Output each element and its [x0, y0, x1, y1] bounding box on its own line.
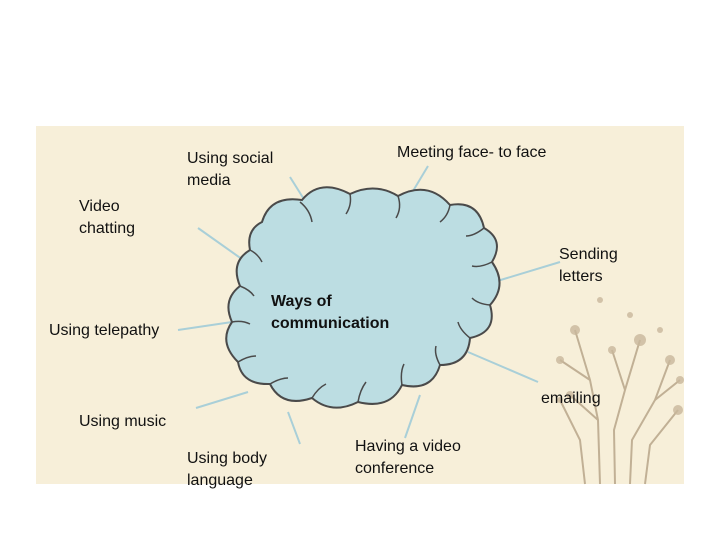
label-video-chatting: Video chatting — [79, 196, 135, 240]
label-using-telepathy: Using telepathy — [49, 320, 159, 342]
label-line: Using social — [187, 150, 274, 167]
connector-body-language — [287, 411, 301, 445]
center-title-line-1: Ways of — [271, 293, 332, 310]
label-line: letters — [559, 268, 603, 285]
label-line: language — [187, 472, 253, 489]
center-title: Ways of communication — [271, 291, 389, 335]
connector-emailing — [467, 351, 539, 383]
label-line: chatting — [79, 220, 136, 237]
label-having-video-conference: Having a video conference — [355, 436, 461, 480]
cloud-inner-arcs — [231, 193, 493, 403]
label-using-social-media: Using social media — [187, 148, 273, 192]
label-line: Video — [79, 198, 120, 215]
connector-lines — [177, 165, 561, 445]
label-line: Using body — [187, 450, 268, 467]
label-line: Sending — [559, 246, 618, 263]
label-line: emailing — [541, 390, 601, 407]
label-line: media — [187, 172, 231, 189]
label-sending-letters: Sending letters — [559, 244, 618, 288]
label-using-body-language: Using body language — [187, 448, 267, 492]
label-line: Having a video — [355, 438, 461, 455]
center-title-line-2: communication — [271, 315, 390, 332]
connector-telepathy — [177, 321, 233, 331]
label-emailing: emailing — [541, 388, 601, 410]
label-line: Using music — [79, 413, 167, 430]
label-meeting-face-to-face: Meeting face- to face — [397, 142, 546, 164]
connector-sending-letters — [493, 261, 561, 283]
label-line: Meeting face- to face — [397, 144, 547, 161]
label-line: Using telepathy — [49, 322, 160, 339]
label-using-music: Using music — [79, 411, 166, 433]
connector-video-conference — [404, 394, 421, 439]
connector-video-chatting — [197, 227, 247, 263]
label-line: conference — [355, 460, 435, 477]
connector-music — [195, 391, 249, 409]
